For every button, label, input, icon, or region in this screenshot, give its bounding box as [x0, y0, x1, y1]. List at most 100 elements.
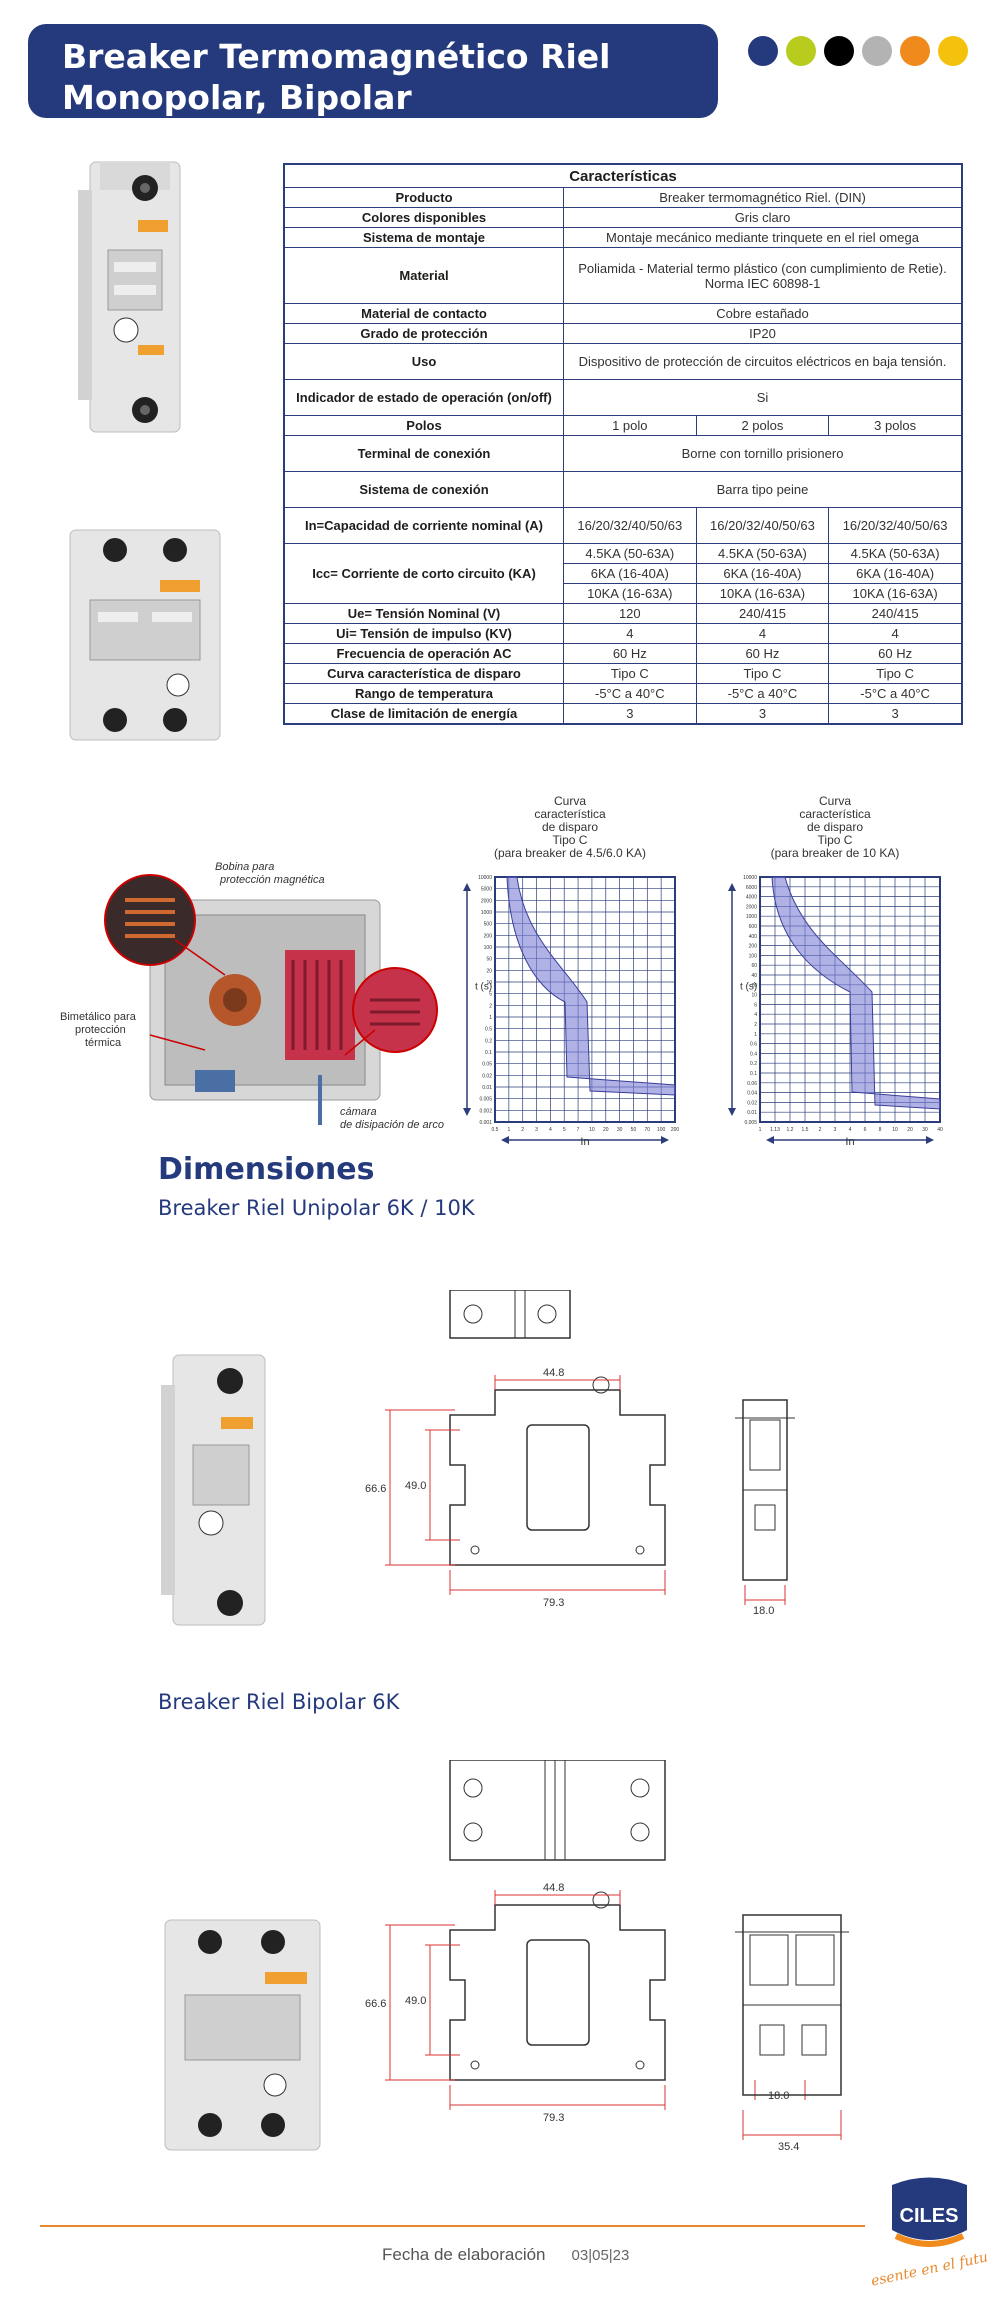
spec-value: 6KA (16-40A) — [563, 563, 697, 584]
bi-width-top: 44.8 — [543, 1882, 564, 1894]
y-tick-label: 20 — [751, 983, 757, 989]
y-tick-label: 0.04 — [747, 1091, 757, 1097]
spec-value: Borne con tornillo prisionero — [563, 435, 963, 472]
footer-divider — [40, 2225, 865, 2227]
spec-value: 60 Hz — [695, 643, 830, 664]
uni-width-bottom: 79.3 — [543, 1597, 564, 1609]
y-tick-label: 600 — [749, 924, 758, 930]
spec-key: Rango de temperatura — [283, 683, 564, 704]
spec-value: 3 — [828, 703, 963, 724]
y-tick-label: 40 — [751, 973, 757, 979]
spec-value: 3 — [563, 703, 697, 724]
spec-key: Indicador de estado de operación (on/off… — [283, 379, 564, 416]
spec-row: Icc= Corriente de corto circuito (KA)4.5… — [283, 543, 963, 604]
y-tick-label: 0.1 — [485, 1050, 492, 1056]
x-axis-label: In — [845, 1136, 854, 1148]
trip-band — [771, 876, 941, 1110]
x-tick-label: 6 — [864, 1127, 867, 1133]
spec-row: Indicador de estado de operación (on/off… — [283, 379, 963, 416]
color-swatch — [938, 36, 968, 66]
spec-value: 16/20/32/40/50/63 — [563, 507, 697, 544]
y-tick-label: 4 — [754, 1012, 757, 1018]
spec-key: In=Capacidad de corriente nominal (A) — [283, 507, 564, 544]
y-tick-label: 4000 — [746, 895, 757, 901]
x-tick-label: 1.2 — [787, 1127, 794, 1133]
x-tick-label: 1 — [507, 1127, 510, 1133]
spec-value: Dispositivo de protección de circuitos e… — [563, 343, 963, 380]
spec-key: Curva característica de disparo — [283, 663, 564, 684]
spec-value: Barra tipo peine — [563, 471, 963, 508]
x-tick-label: 10 — [892, 1127, 898, 1133]
y-tick-label: 20 — [486, 968, 492, 974]
logo-slogan: Presente en el futuro! — [872, 2245, 987, 2290]
x-tick-label: 10 — [589, 1127, 595, 1133]
spec-value: 4.5KA (50-63A) — [695, 543, 830, 564]
color-swatch — [862, 36, 892, 66]
y-tick-label: 0.1 — [750, 1071, 757, 1077]
spec-value: 16/20/32/40/50/63 — [828, 507, 963, 544]
spec-key: Producto — [283, 187, 564, 208]
spec-key: Clase de limitación de energía — [283, 703, 564, 724]
x-tick-label: 100 — [657, 1127, 666, 1133]
y-tick-label: 2000 — [746, 904, 757, 910]
spec-value: 4.5KA (50-63A) — [828, 543, 963, 564]
trip-band — [506, 876, 676, 1096]
spec-row: Rango de temperatura-5°C a 40°C-5°C a 40… — [283, 683, 963, 704]
bipolar-title: Breaker Riel Bipolar 6K — [158, 1690, 400, 1714]
spec-value: 240/415 — [695, 603, 830, 624]
breaker-photo-bipolar-top — [69, 529, 221, 741]
y-tick-label: 6000 — [746, 885, 757, 891]
y-tick-label: 2 — [754, 1022, 757, 1028]
spec-value: 10KA (16-63A) — [828, 583, 963, 604]
y-tick-label: 0.5 — [485, 1027, 492, 1033]
bi-height-outer: 66.6 — [365, 1998, 386, 2010]
spec-row: 10KA (16-63A)10KA (16-63A)10KA (16-63A) — [284, 583, 963, 604]
spec-value: 3 — [695, 703, 830, 724]
spec-key: Uso — [283, 343, 564, 380]
y-tick-label: 0.01 — [482, 1085, 492, 1091]
x-tick-label: 20 — [907, 1127, 913, 1133]
y-tick-label: 0.005 — [479, 1097, 492, 1103]
spec-value: 3 polos — [828, 415, 963, 436]
spec-key: Grado de protección — [283, 323, 564, 344]
y-tick-label: 1 — [489, 1015, 492, 1021]
y-tick-label: 200 — [484, 933, 493, 939]
y-tick-label: 200 — [749, 944, 758, 950]
uni-height-outer: 66.6 — [365, 1483, 386, 1495]
spec-value: Breaker termomagnético Riel. (DIN) — [563, 187, 963, 208]
y-tick-label: 5000 — [481, 887, 492, 893]
y-tick-label: 5 — [489, 992, 492, 998]
spec-value: 120 — [563, 603, 697, 624]
dimensions-title: Dimensiones — [158, 1152, 375, 1187]
footer-label: Fecha de elaboración — [382, 2245, 546, 2264]
breaker-photo-bipolar — [164, 1919, 321, 2151]
unipolar-title: Breaker Riel Unipolar 6K / 10K — [158, 1196, 475, 1220]
x-tick-label: 3 — [834, 1127, 837, 1133]
bipolar-technical-drawing: 44.8 66.6 49.0 79.3 18.0 35.4 — [365, 1760, 849, 2153]
spec-value: 2 polos — [695, 415, 830, 436]
spec-value: 4 — [828, 623, 963, 644]
y-axis-label: t (s) — [475, 982, 492, 993]
spec-value: -5°C a 40°C — [828, 683, 963, 704]
y-tick-label: 500 — [484, 922, 493, 928]
x-tick-label: 8 — [879, 1127, 882, 1133]
color-swatch — [900, 36, 930, 66]
spec-value: 4.5KA (50-63A) — [563, 543, 697, 564]
y-tick-label: 0.2 — [485, 1038, 492, 1044]
spec-value: Cobre estañado — [563, 303, 963, 324]
y-tick-label: 0.005 — [744, 1120, 757, 1126]
bi-depth: 35.4 — [778, 2141, 799, 2153]
spec-key: Material de contacto — [283, 303, 564, 324]
spec-value: Montaje mecánico mediante trinquete en e… — [563, 227, 963, 248]
spec-value: 60 Hz — [828, 643, 963, 664]
y-axis-label: t (s) — [740, 982, 757, 993]
page-title: Breaker Termomagnético Riel Monopolar, B… — [62, 36, 611, 118]
